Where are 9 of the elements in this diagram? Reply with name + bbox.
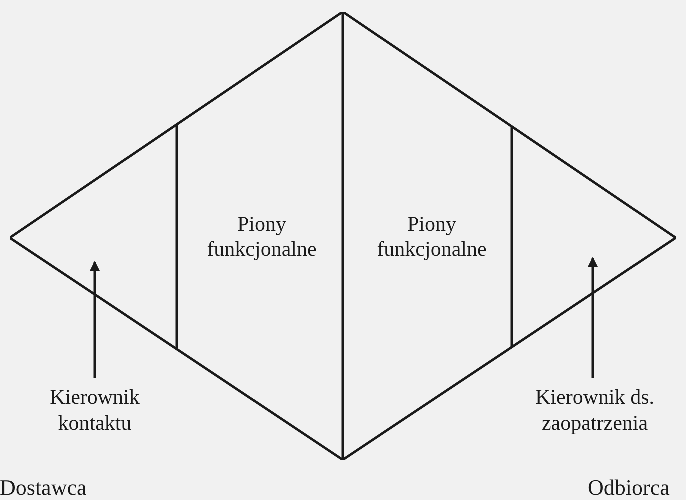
diamond-shape (10, 12, 676, 460)
arrow (588, 257, 598, 378)
arrow (90, 261, 100, 378)
role-label: Kierownik kontaktu (30, 384, 160, 436)
role-label: Kierownik ds. zaopatrzenia (510, 384, 680, 436)
party-label: Odbiorca (588, 476, 670, 500)
region-label: Piony funkcjonalne (376, 212, 488, 262)
region-label: Piony funkcjonalne (206, 212, 318, 262)
party-label: Dostawca (0, 476, 87, 500)
